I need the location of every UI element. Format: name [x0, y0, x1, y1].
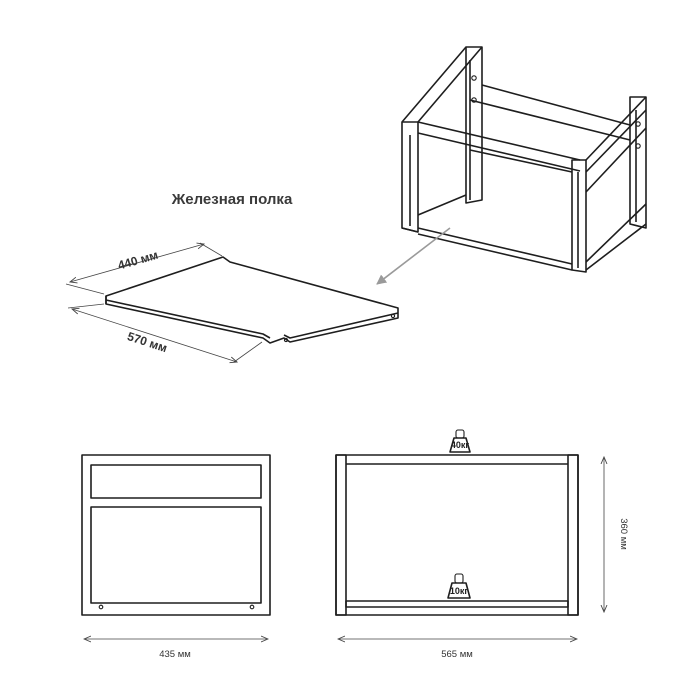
shelf-width-dimension: 440 мм [65, 243, 223, 295]
front-view [335, 454, 579, 616]
height-label: 360 мм [618, 518, 629, 550]
side-width-dimension: 435 мм [84, 639, 268, 660]
front-width-label: 565 мм [441, 649, 473, 660]
shelf-load-label: 10кг [450, 586, 469, 596]
frame-3d-view [401, 46, 647, 273]
side-view [81, 454, 271, 616]
side-width-label: 435 мм [159, 649, 191, 660]
shelf-drawing [105, 256, 399, 344]
height-dimension: 360 мм [604, 457, 629, 612]
shelf-location-arrow [376, 227, 451, 285]
top-load-label: 40кг [451, 440, 470, 450]
drawing-title: Железная полка [171, 191, 293, 208]
shelf-width-label: 440 мм [116, 248, 159, 273]
shelf-load-badge: 10кг [447, 573, 471, 599]
top-load-badge: 40кг [449, 429, 471, 453]
front-width-dimension: 565 мм [338, 639, 577, 660]
